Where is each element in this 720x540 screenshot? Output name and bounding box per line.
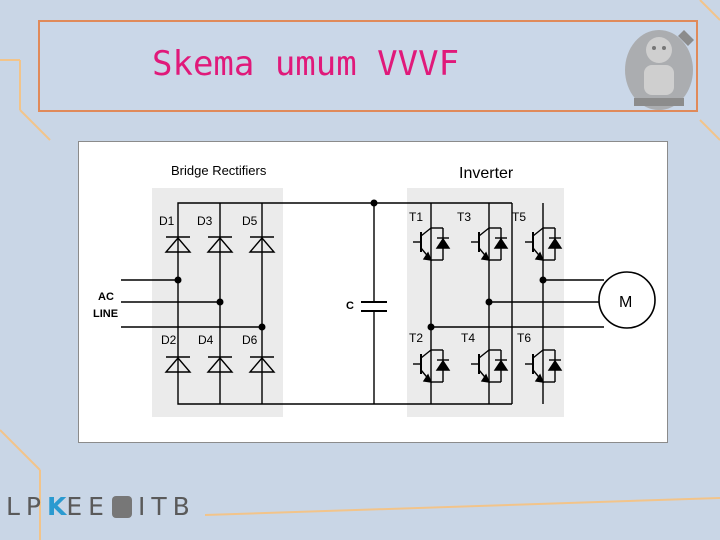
diode-d4 xyxy=(206,356,234,373)
diode-label-d2: D2 xyxy=(161,333,177,347)
k-logo-icon: K xyxy=(47,492,67,521)
diode-label-d1: D1 xyxy=(159,214,175,228)
transistor-t1 xyxy=(413,227,451,261)
motor-label: M xyxy=(619,294,632,311)
transistor-label-t6: T6 xyxy=(517,331,531,345)
itb-ganesha-logo-icon xyxy=(625,30,694,110)
footer-logo: LPKEE ITB xyxy=(6,492,196,522)
vvvf-circuit-diagram: Bridge Rectifiers Inverter AC LINE xyxy=(78,141,668,443)
ganesha-small-icon xyxy=(111,496,132,518)
transistor-label-t1: T1 xyxy=(409,210,423,224)
diode-d5 xyxy=(248,236,276,253)
transistor-label-t5: T5 xyxy=(512,210,526,224)
footer-lp: LP xyxy=(6,492,48,521)
diode-d2 xyxy=(164,356,192,373)
rectifier-label: Bridge Rectifiers xyxy=(171,163,267,178)
transistor-label-t4: T4 xyxy=(461,331,475,345)
diode-d1 xyxy=(164,236,192,253)
transistor-t5 xyxy=(525,227,563,261)
diode-d3 xyxy=(206,236,234,253)
transistor-t3 xyxy=(471,227,509,261)
transistor-t4 xyxy=(471,349,509,383)
capacitor-label: C xyxy=(346,300,354,312)
diode-label-d5: D5 xyxy=(242,214,258,228)
page-title: Skema umum VVVF xyxy=(152,44,460,84)
ac-label: AC xyxy=(98,291,114,303)
line-label: LINE xyxy=(93,308,118,320)
transistor-label-t3: T3 xyxy=(457,210,471,224)
footer-ee: EE xyxy=(66,492,110,521)
diode-label-d3: D3 xyxy=(197,214,213,228)
diode-label-d4: D4 xyxy=(198,333,214,347)
footer-itb: ITB xyxy=(137,492,196,521)
title-frame xyxy=(38,20,698,112)
capacitor xyxy=(361,199,387,404)
diode-d6 xyxy=(248,356,276,373)
inverter-label: Inverter xyxy=(459,165,514,182)
transistor-t2 xyxy=(413,349,451,383)
diode-label-d6: D6 xyxy=(242,333,258,347)
transistor-label-t2: T2 xyxy=(409,331,423,345)
transistor-t6 xyxy=(525,349,563,383)
motor-symbol xyxy=(598,271,656,329)
